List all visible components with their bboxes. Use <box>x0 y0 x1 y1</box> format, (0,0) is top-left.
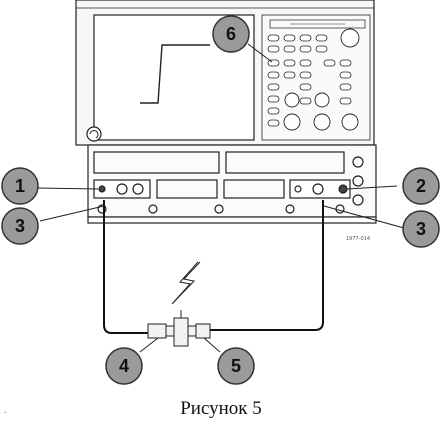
right-cable <box>200 200 324 331</box>
callout-6: 6 <box>212 15 250 53</box>
stray-mark: . <box>4 405 7 416</box>
control-knob <box>313 113 331 131</box>
left-cable <box>103 200 160 334</box>
connector-icon <box>147 310 211 347</box>
part-label: 1977-014 <box>346 236 370 242</box>
callout-5: 5 <box>217 347 255 385</box>
cables <box>103 200 324 334</box>
control-knob <box>314 92 330 108</box>
callouts: 6 1 2 3 3 4 5 <box>1 15 440 385</box>
svg-text:3: 3 <box>15 216 25 236</box>
step-waveform <box>140 44 210 104</box>
svg-text:4: 4 <box>119 356 129 376</box>
svg-text:6: 6 <box>226 24 236 44</box>
svg-text:3: 3 <box>416 219 426 239</box>
callout-leaders <box>37 43 405 353</box>
svg-text:5: 5 <box>231 356 241 376</box>
control-knob <box>283 113 301 131</box>
callout-3-left: 3 <box>1 207 39 245</box>
lightning-bolt-icon <box>171 261 201 305</box>
callout-1: 1 <box>1 167 39 205</box>
control-knob <box>284 92 300 108</box>
control-knob <box>341 113 359 131</box>
callout-2: 2 <box>402 167 440 205</box>
callout-3-right: 3 <box>402 210 440 248</box>
callout-4: 4 <box>105 347 143 385</box>
svg-text:2: 2 <box>416 176 426 196</box>
figure-caption: Рисунок 5 <box>180 398 262 419</box>
control-knob <box>340 28 360 48</box>
display-corner-button <box>86 126 102 142</box>
svg-text:1: 1 <box>15 176 25 196</box>
